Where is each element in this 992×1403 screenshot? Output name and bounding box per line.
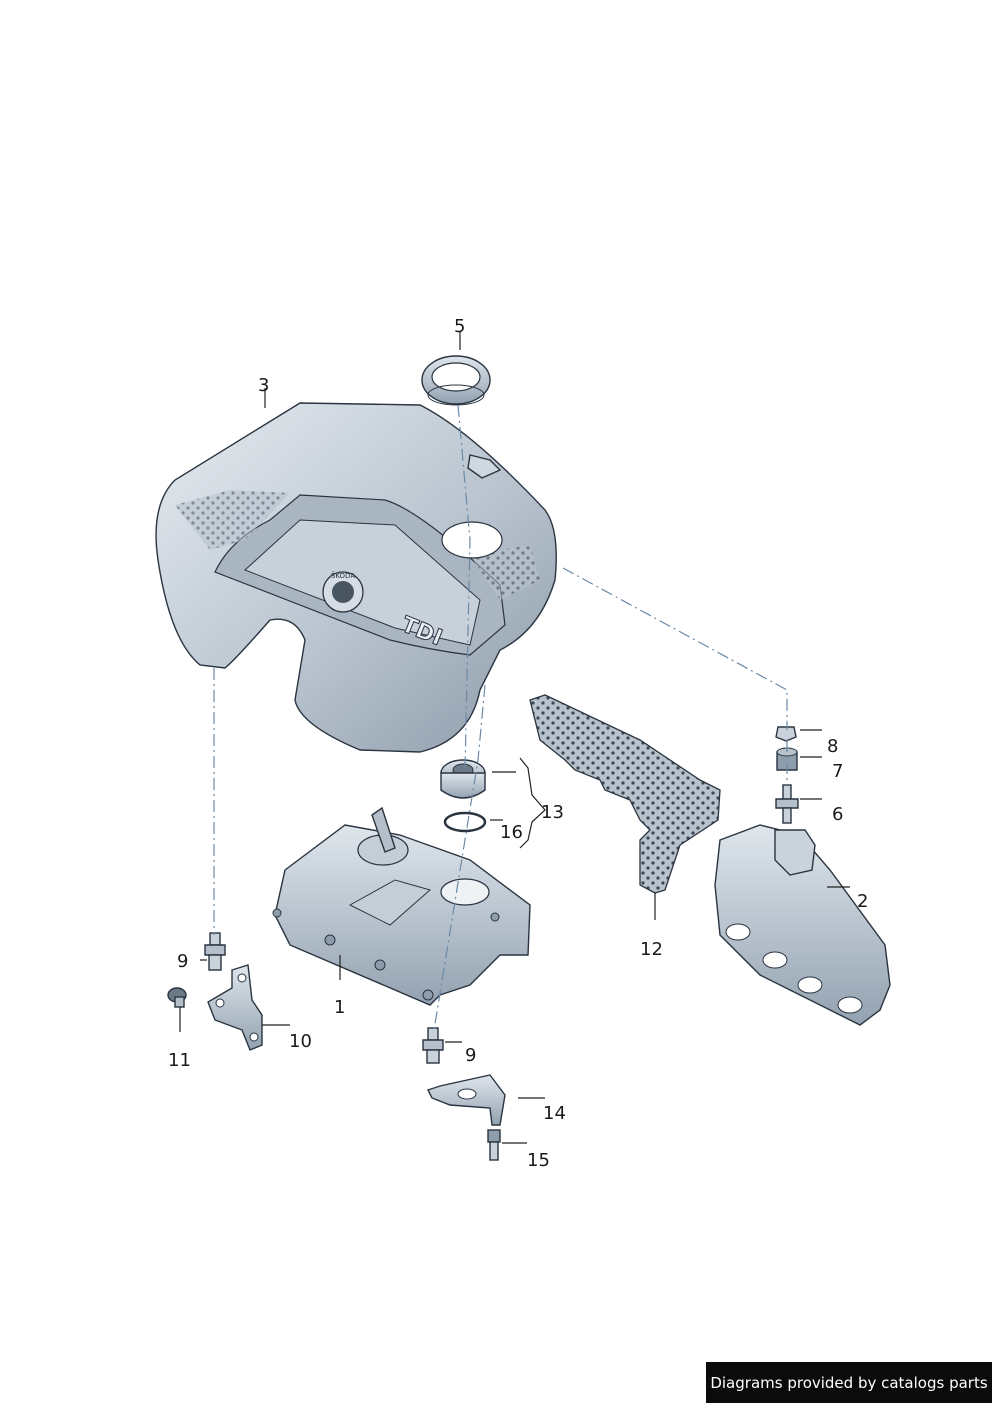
catalog-credit-text: Diagrams provided by catalogs parts xyxy=(710,1373,988,1392)
callout-10: 10 xyxy=(289,1031,312,1052)
assembly-line-manifold xyxy=(562,567,788,730)
bolt-center xyxy=(422,1027,444,1064)
bracket xyxy=(207,964,263,1051)
assembly-line-filler xyxy=(457,404,471,771)
intake-manifold xyxy=(714,824,891,1026)
callout-3: 3 xyxy=(258,375,269,396)
heat-shield xyxy=(529,694,721,894)
catalog-credit-badge: Diagrams provided by catalogs parts xyxy=(706,1362,992,1403)
callout-9-left: 9 xyxy=(177,951,188,972)
callout-16: 16 xyxy=(500,822,523,843)
callout-1: 1 xyxy=(334,997,345,1018)
callout-7: 7 xyxy=(832,761,843,782)
callout-2: 2 xyxy=(857,891,868,912)
callout-6: 6 xyxy=(832,804,843,825)
leader-lines xyxy=(179,332,850,1144)
skoda-logo-text: ŠKODA xyxy=(331,571,355,580)
callout-15: 15 xyxy=(527,1150,550,1171)
nut xyxy=(775,726,797,742)
o-ring xyxy=(443,811,487,833)
callout-13: 13 xyxy=(541,802,564,823)
engine-cover: ŠKODA TDI xyxy=(155,402,557,753)
seal-ring xyxy=(421,355,491,406)
bolt-bottom xyxy=(487,1129,501,1161)
callout-8: 8 xyxy=(827,736,838,757)
screw xyxy=(167,987,187,1008)
callout-5: 5 xyxy=(454,316,465,337)
assembly-line-center xyxy=(433,684,486,1031)
grommet xyxy=(440,759,486,799)
cylinder-head-cover xyxy=(272,806,531,1006)
stud-bolt xyxy=(775,784,799,824)
callout-11: 11 xyxy=(168,1050,191,1071)
support-bracket xyxy=(427,1074,506,1126)
callout-9-center: 9 xyxy=(465,1045,476,1066)
callout-14: 14 xyxy=(543,1103,566,1124)
callout-12: 12 xyxy=(640,939,663,960)
bolt-left xyxy=(204,932,226,971)
